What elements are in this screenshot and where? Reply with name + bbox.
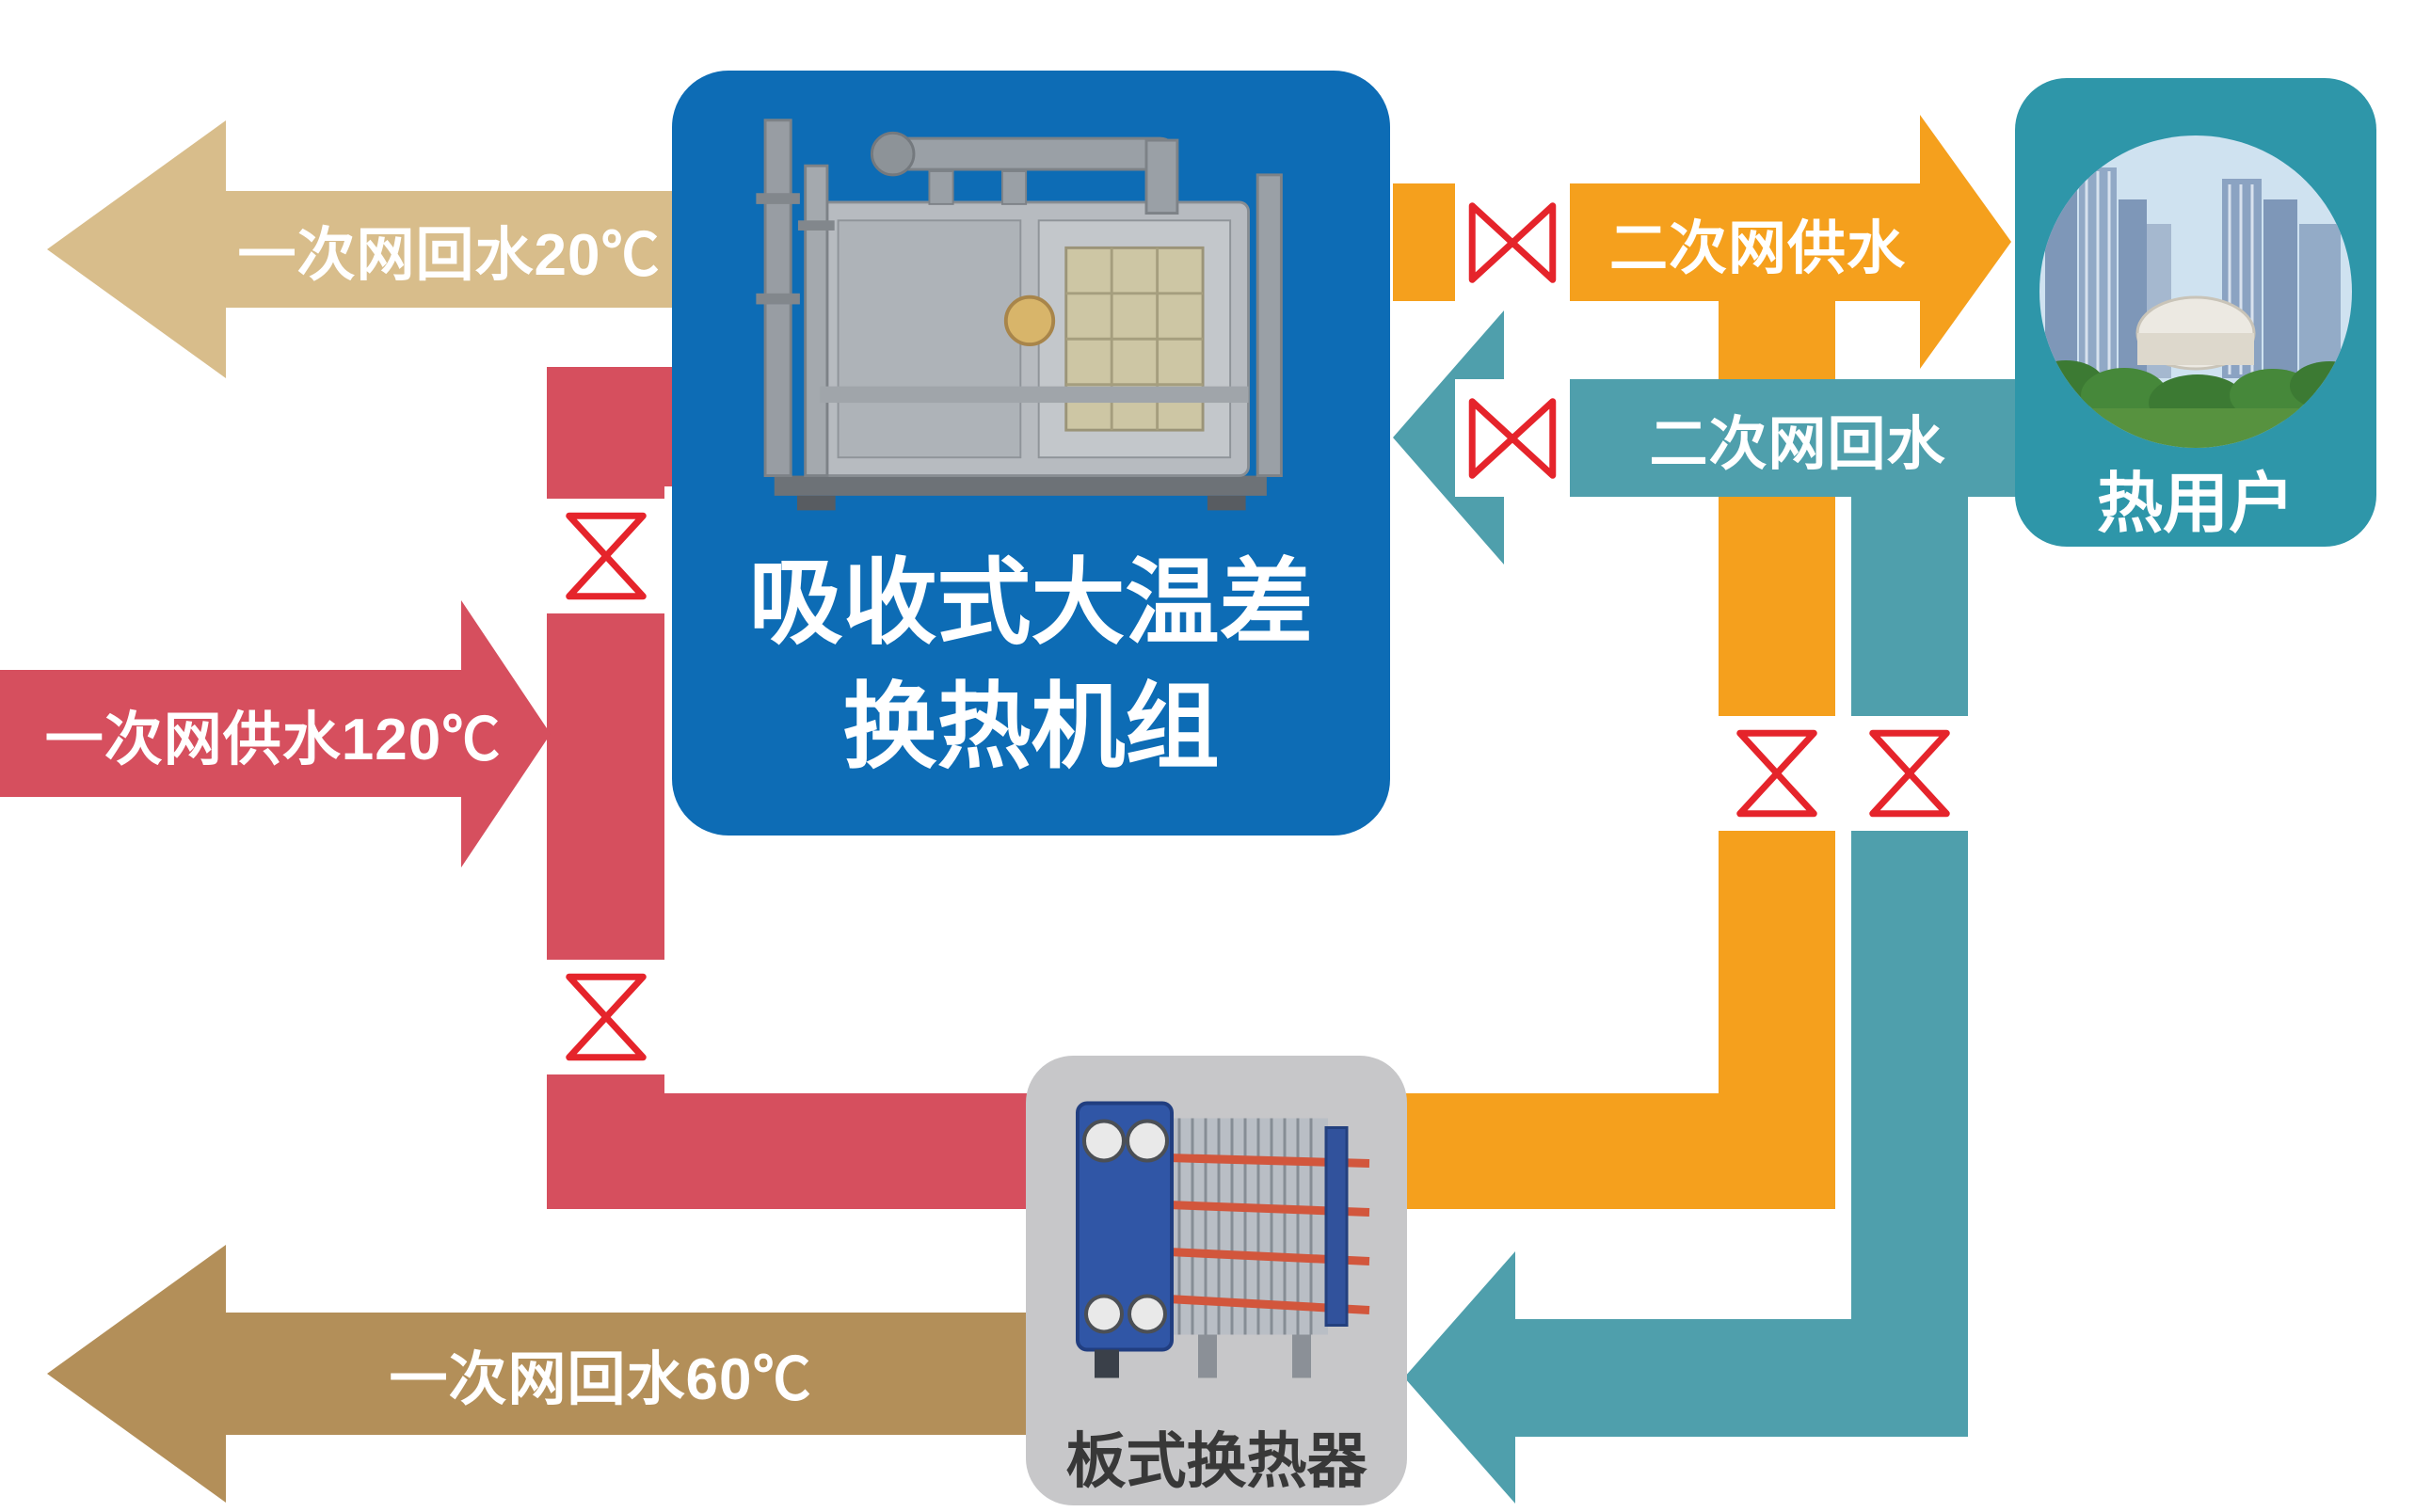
secondary-return-arrow [1502,379,2017,497]
valve-secondary-return [1455,379,1570,497]
valve-icon [1468,201,1557,283]
primary-supply-120-arrow [0,670,463,797]
secondary-supply-pipe-vertical [1719,198,1835,1209]
valve-icon [565,512,647,600]
valve-primary-upper [547,499,664,613]
valve-secondary-return-branch [1851,716,1968,831]
primary-return-60-label: 一次网回水60℃ [389,1347,812,1412]
primary-return-20-arrow [224,191,674,308]
absorption-unit-title: 吸收式大温差 换热机组 [672,541,1390,789]
primary-return-20-arrowhead [47,120,226,378]
valve-icon [1736,729,1817,818]
valve-secondary-supply-branch [1719,716,1835,831]
valve-icon [565,973,647,1061]
primary-pipe-horizontal-bottom [547,1093,1036,1209]
plate-heat-exchanger-label: 板式换热器 [1065,1427,1367,1495]
secondary-return-branch-arrow [1513,1319,1968,1437]
valve-icon [1468,397,1557,479]
primary-supply-pipe-vertical [547,367,664,1209]
absorption-unit-node: 吸收式大温差 换热机组 [672,71,1390,836]
secondary-return-label: 二次网回水 [1649,411,1946,477]
primary-return-60-arrowhead [47,1245,226,1503]
secondary-supply-pipe-horizontal [1400,1093,1835,1209]
heat-user-node: 热用户 [2015,78,2376,547]
primary-return-20-label: 一次网回水20℃ [237,223,661,288]
secondary-return-pipe-vertical [1851,428,1968,1437]
valve-primary-lower [547,960,664,1074]
primary-return-60-arrow [224,1313,1028,1435]
absorption-unit-image [756,119,1283,511]
secondary-supply-label: 二次网供水 [1608,215,1906,281]
secondary-return-branch-arrowhead [1404,1251,1515,1504]
valve-secondary-supply [1455,183,1570,301]
heat-user-photo [2039,135,2352,448]
primary-supply-120-label: 一次网供水120℃ [44,707,502,772]
absorption-unit-title-line2: 换热机组 [842,675,1220,780]
secondary-supply-arrowhead [1920,115,2011,369]
heat-user-label: 热用户 [2097,467,2295,540]
plate-heat-exchanger-image [1076,1101,1370,1378]
valve-icon [1869,729,1950,818]
primary-supply-120-arrowhead [461,600,551,867]
absorption-unit-title-line1: 吸收式大温差 [748,550,1314,656]
plate-heat-exchanger-node: 板式换热器 [1026,1056,1407,1505]
